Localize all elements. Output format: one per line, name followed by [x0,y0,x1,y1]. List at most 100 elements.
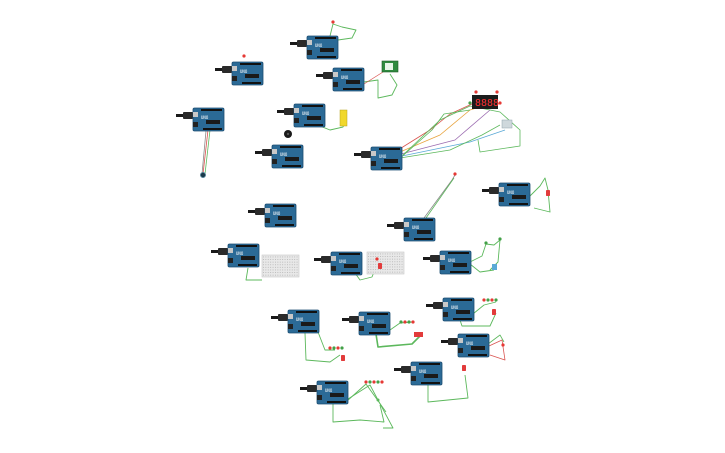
wire[interactable] [399,106,481,153]
wire[interactable] [363,73,398,99]
wire[interactable] [332,403,385,423]
led-component[interactable] [368,380,372,384]
wire[interactable] [400,109,491,155]
arduino-uno-board[interactable]: UNO [423,250,472,275]
wire[interactable] [201,130,207,175]
led-component[interactable] [340,346,344,350]
arduino-uno-board[interactable]: UNO [441,333,490,358]
led-component[interactable] [486,298,490,302]
breadboard-hole [277,259,279,260]
led-component[interactable] [482,298,486,302]
arduino-uno-board[interactable]: UNO [387,217,436,242]
resistor-icon[interactable] [378,263,382,269]
wire[interactable] [346,383,387,413]
wire[interactable] [329,23,357,41]
blue-button-icon[interactable] [492,264,497,270]
led-component[interactable] [364,380,368,384]
arduino-uno-board[interactable]: UNO [215,61,264,86]
led-component[interactable] [403,320,407,324]
led-component[interactable] [336,346,340,350]
led-component[interactable] [376,380,380,384]
arduino-uno-board[interactable]: UNO [248,203,297,228]
arduino-uno-board[interactable]: UNO [255,144,304,169]
arduino-uno-board[interactable]: UNO [394,361,443,386]
board-body [439,250,472,275]
resistor-icon[interactable] [546,190,550,196]
led-component[interactable] [411,320,415,324]
yellow-battery[interactable] [339,109,348,127]
breadboard-hole [392,258,393,260]
potentiometer-icon[interactable] [199,171,206,178]
led-component[interactable] [332,346,336,350]
led-component[interactable] [495,90,499,94]
arduino-uno-board[interactable]: UNO [300,380,349,405]
red-resistor-block[interactable] [414,332,423,337]
wire[interactable] [245,267,262,281]
led-component[interactable] [331,20,335,24]
arduino-uno-board[interactable]: UNO [354,146,403,171]
led-component[interactable] [494,298,498,302]
usb-cable [316,74,324,77]
seven-segment-display[interactable] [472,95,498,109]
led-component[interactable] [453,172,457,176]
led-component[interactable] [474,90,478,94]
wire[interactable] [397,103,473,151]
wire[interactable] [399,124,501,159]
wire[interactable] [423,174,456,219]
arduino-uno-board[interactable]: UNO [316,67,365,92]
led-component[interactable] [380,380,384,384]
led-component[interactable] [490,298,494,302]
breadboard-hole [277,261,279,263]
wire[interactable] [487,334,505,345]
wire[interactable] [469,239,501,271]
led-component[interactable] [498,101,502,105]
arduino-uno-board[interactable]: UNO [342,311,391,336]
breadboard-hole [370,271,372,273]
led-component[interactable] [375,257,379,261]
led-component[interactable] [399,320,403,324]
breadboard-hole [394,256,396,257]
board-body [293,103,326,128]
wire[interactable] [317,331,335,351]
led-component[interactable] [468,101,472,105]
wire[interactable] [401,129,506,157]
arduino-uno-board[interactable]: UNO [211,243,260,268]
resistor-icon[interactable] [341,355,345,361]
wire[interactable] [459,312,497,327]
wire[interactable] [375,333,421,348]
led-component[interactable] [372,380,376,384]
wire[interactable] [204,129,211,175]
breadboard-hole [279,259,281,260]
led-component[interactable] [242,54,246,58]
arduino-uno-board[interactable]: UNO [426,297,475,322]
wire[interactable] [347,384,394,429]
led-component[interactable] [498,237,502,241]
led-component[interactable] [501,343,505,347]
arduino-uno-board[interactable]: UNO [176,107,225,132]
led-component[interactable] [328,346,332,350]
breadboard-hole [382,253,384,255]
wire[interactable] [304,332,341,363]
arduino-uno-board[interactable]: UNO [277,103,326,128]
arduino-uno-board[interactable]: UNO [290,35,339,60]
breadboard[interactable] [261,254,300,278]
wire[interactable] [397,109,471,161]
wire[interactable] [427,374,469,403]
breadboard-hole [272,274,274,276]
arduino-uno-board[interactable]: UNO [314,251,363,276]
led-component[interactable] [484,241,488,245]
breadboard[interactable] [366,251,405,275]
led-component[interactable] [407,320,411,324]
resistor-icon[interactable] [492,309,496,315]
arduino-uno-board[interactable]: UNO [271,309,320,334]
wire[interactable] [202,129,209,175]
small-module[interactable] [501,119,513,129]
wire[interactable] [469,263,495,273]
wire[interactable] [425,177,455,219]
wire[interactable] [529,177,551,213]
arduino-uno-board[interactable]: UNO [482,182,531,207]
wire[interactable] [488,339,506,361]
resistor-icon[interactable] [462,365,466,371]
